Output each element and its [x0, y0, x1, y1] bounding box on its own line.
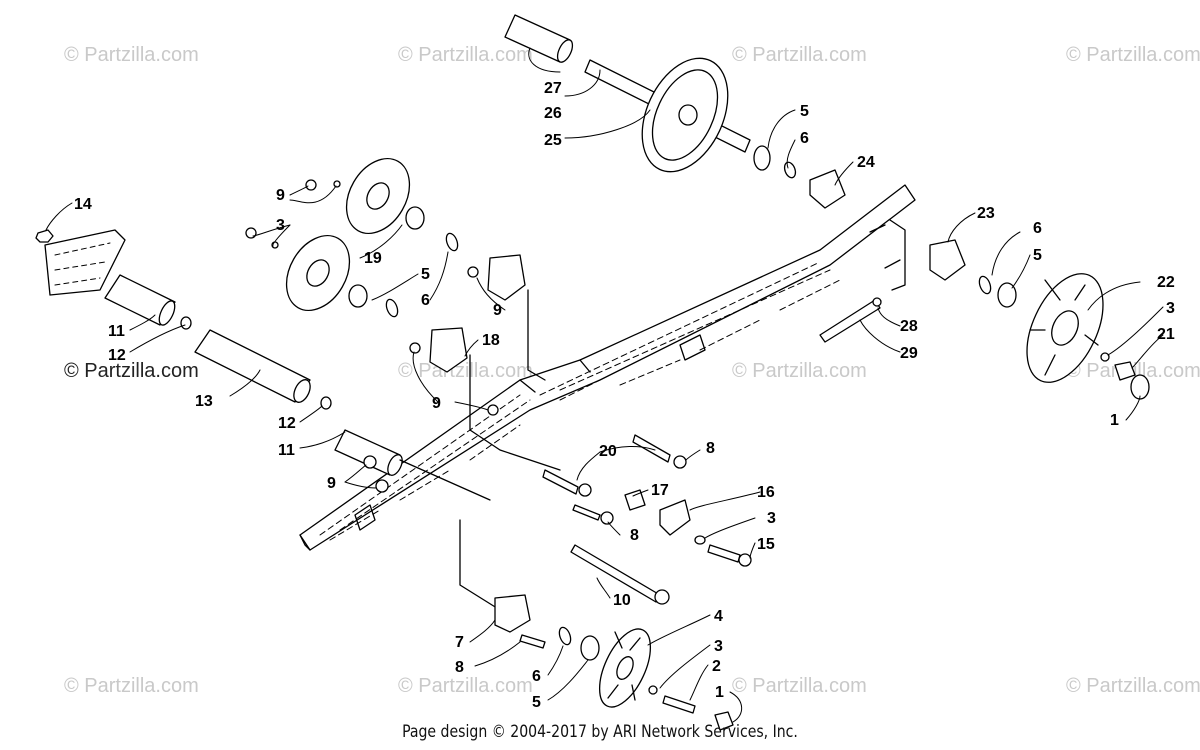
callout-6: 6 — [800, 130, 809, 147]
watermark: © Partzilla.com — [398, 360, 533, 382]
callout-5: 5 — [421, 266, 430, 283]
callout-12: 12 — [278, 415, 296, 432]
suspension-arm-blocks — [409, 254, 561, 471]
callout-13: 13 — [195, 393, 213, 410]
center-hardware — [363, 434, 752, 611]
callout-7: 7 — [455, 634, 464, 651]
watermark: © Partzilla.com — [1066, 675, 1200, 697]
callout-4: 4 — [714, 608, 723, 625]
watermark: © Partzilla.com — [1066, 44, 1200, 66]
callout-15: 15 — [757, 536, 775, 553]
callout-6: 6 — [421, 292, 430, 309]
callout-9: 9 — [432, 395, 441, 412]
callout-1: 1 — [1110, 412, 1119, 429]
watermark: © Partzilla.com — [732, 675, 867, 697]
watermark-dark: © Partzilla.com — [64, 360, 199, 382]
callout-26: 26 — [544, 105, 562, 122]
callout-9: 9 — [493, 302, 502, 319]
watermark: © Partzilla.com — [398, 675, 533, 697]
callout-21: 21 — [1157, 326, 1175, 343]
callout-25: 25 — [544, 132, 562, 149]
callout-8: 8 — [455, 659, 464, 676]
callout-9: 9 — [276, 187, 285, 204]
callout-14: 14 — [74, 196, 92, 213]
watermark: © Partzilla.com — [64, 44, 199, 66]
callout-3: 3 — [1166, 300, 1175, 317]
callout-29: 29 — [900, 345, 918, 362]
callout-3: 3 — [767, 510, 776, 527]
callout-19: 19 — [364, 250, 382, 267]
callout-6: 6 — [532, 668, 541, 685]
callout-27: 27 — [544, 80, 562, 97]
leader-lines — [45, 47, 1164, 723]
watermark: © Partzilla.com — [64, 675, 199, 697]
callout-11: 11 — [278, 442, 295, 459]
callout-18: 18 — [482, 332, 500, 349]
callout-20: 20 — [599, 443, 617, 460]
callout-3: 3 — [714, 638, 723, 655]
rail-end-left — [35, 229, 126, 296]
callout-5: 5 — [1033, 247, 1042, 264]
rear-wheel-axle — [504, 14, 846, 209]
watermark: © Partzilla.com — [732, 44, 867, 66]
callout-1: 1 — [715, 684, 724, 701]
watermark: © Partzilla.com — [398, 44, 533, 66]
axle-tubes — [104, 274, 491, 501]
callout-16: 16 — [757, 484, 775, 501]
callout-12: 12 — [108, 347, 126, 364]
callout-11: 11 — [108, 323, 125, 340]
idler-wheels-upper — [245, 157, 459, 318]
callout-28: 28 — [900, 318, 918, 335]
right-wheel-assembly — [819, 239, 1150, 400]
watermark: © Partzilla.com — [732, 360, 867, 382]
callout-8: 8 — [706, 440, 715, 457]
callout-10: 10 — [613, 592, 631, 609]
callout-6: 6 — [1033, 220, 1042, 237]
callout-labels: 27 26 25 5 6 24 23 6 5 22 3 21 1 28 29 1… — [74, 80, 1175, 711]
lower-wheel-assembly — [494, 594, 734, 731]
callout-17: 17 — [651, 482, 669, 499]
page-credit: Page design © 2004-2017 by ARI Network S… — [402, 722, 798, 742]
callout-9: 9 — [327, 475, 336, 492]
callout-8: 8 — [630, 527, 639, 544]
callout-5: 5 — [800, 103, 809, 120]
callout-23: 23 — [977, 205, 995, 222]
callout-2: 2 — [712, 658, 721, 675]
callout-22: 22 — [1157, 274, 1175, 291]
callout-5: 5 — [532, 694, 541, 711]
callout-24: 24 — [857, 154, 875, 171]
slide-rail — [299, 184, 916, 551]
callout-3: 3 — [276, 217, 285, 234]
